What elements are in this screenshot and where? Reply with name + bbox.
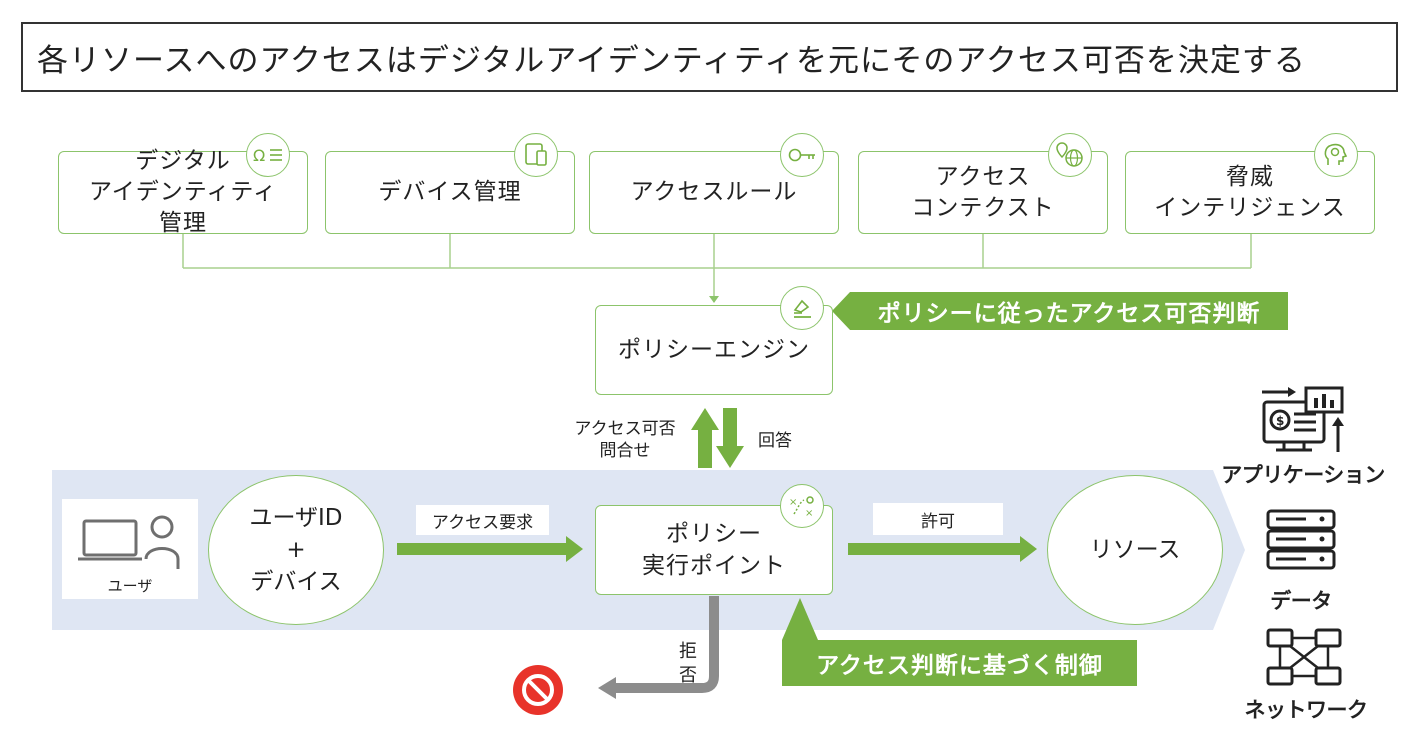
gavel-icon — [780, 286, 824, 330]
source-connector-lines — [182, 234, 1252, 302]
identity-node: ユーザID + デバイス — [208, 475, 384, 625]
engine-callout: ポリシーに従ったアクセス可否判断 — [850, 292, 1288, 330]
source-label: デバイス管理 — [378, 179, 522, 205]
page-title: 各リソースへのアクセスはデジタルアイデンティティを元にそのアクセス可否を決定する — [21, 22, 1398, 92]
device-icon — [514, 133, 558, 177]
request-label: アクセス要求 — [416, 505, 549, 535]
svg-text:×: × — [789, 497, 797, 508]
deny-arrow — [615, 596, 719, 693]
resource-node: リソース — [1047, 475, 1223, 625]
inquiry-label: アクセス可否 問合せ — [574, 419, 676, 461]
network-icon — [1266, 628, 1342, 686]
database-icon — [1266, 509, 1336, 570]
answer-arrow — [716, 408, 744, 468]
deny-arrowhead — [598, 677, 616, 699]
source-threat-intelligence: 脅威 インテリジェンス — [1125, 151, 1375, 234]
source-label: アクセス コンテクスト — [911, 163, 1055, 221]
svg-text:×: × — [805, 508, 813, 518]
resource-type-label: アプリケーション — [1221, 463, 1385, 487]
answer-label: 回答 — [758, 431, 792, 451]
engine-callout-pointer — [832, 292, 850, 330]
user-label: ユーザ — [107, 577, 153, 595]
svg-text:Ω: Ω — [253, 146, 265, 165]
prohibited-icon — [513, 665, 563, 715]
resource-type-label: ネットワーク — [1244, 698, 1369, 722]
brain-gear-icon — [1314, 133, 1358, 177]
key-icon — [780, 133, 824, 177]
enforcement-callout-pointer — [782, 598, 818, 640]
engine-input-arrowhead — [709, 296, 719, 303]
globe-pin-icon — [1048, 133, 1092, 177]
permit-label: 許可 — [873, 503, 1003, 535]
identity-node-label: ユーザID + デバイス — [249, 505, 343, 595]
pep-label: ポリシー 実行ポイント — [642, 521, 786, 579]
user-box: ユーザ — [62, 499, 198, 599]
svg-text:$: $ — [1276, 414, 1284, 428]
user-laptop-icon — [78, 515, 180, 569]
resource-label: リソース — [1089, 537, 1181, 563]
strategy-icon: ×× — [780, 484, 824, 528]
policy-engine: ポリシーエンジン — [595, 305, 833, 395]
policy-engine-label: ポリシーエンジン — [618, 337, 810, 363]
identity-icon: Ω — [246, 133, 290, 177]
source-label: アクセスルール — [630, 179, 798, 205]
source-label: 脅威 インテリジェンス — [1154, 163, 1346, 221]
inquiry-arrow — [691, 408, 719, 468]
source-label: デジタル アイデンティティ 管理 — [88, 148, 278, 236]
permit-arrow — [848, 536, 1037, 562]
deny-label: 拒 否 — [679, 641, 697, 686]
enforcement-callout: アクセス判断に基づく制御 — [782, 640, 1137, 686]
source-access-context: アクセス コンテクスト — [858, 151, 1108, 234]
request-arrow — [397, 536, 583, 562]
resource-type-label: データ — [1270, 589, 1332, 613]
application-icon: $ — [1262, 386, 1344, 452]
